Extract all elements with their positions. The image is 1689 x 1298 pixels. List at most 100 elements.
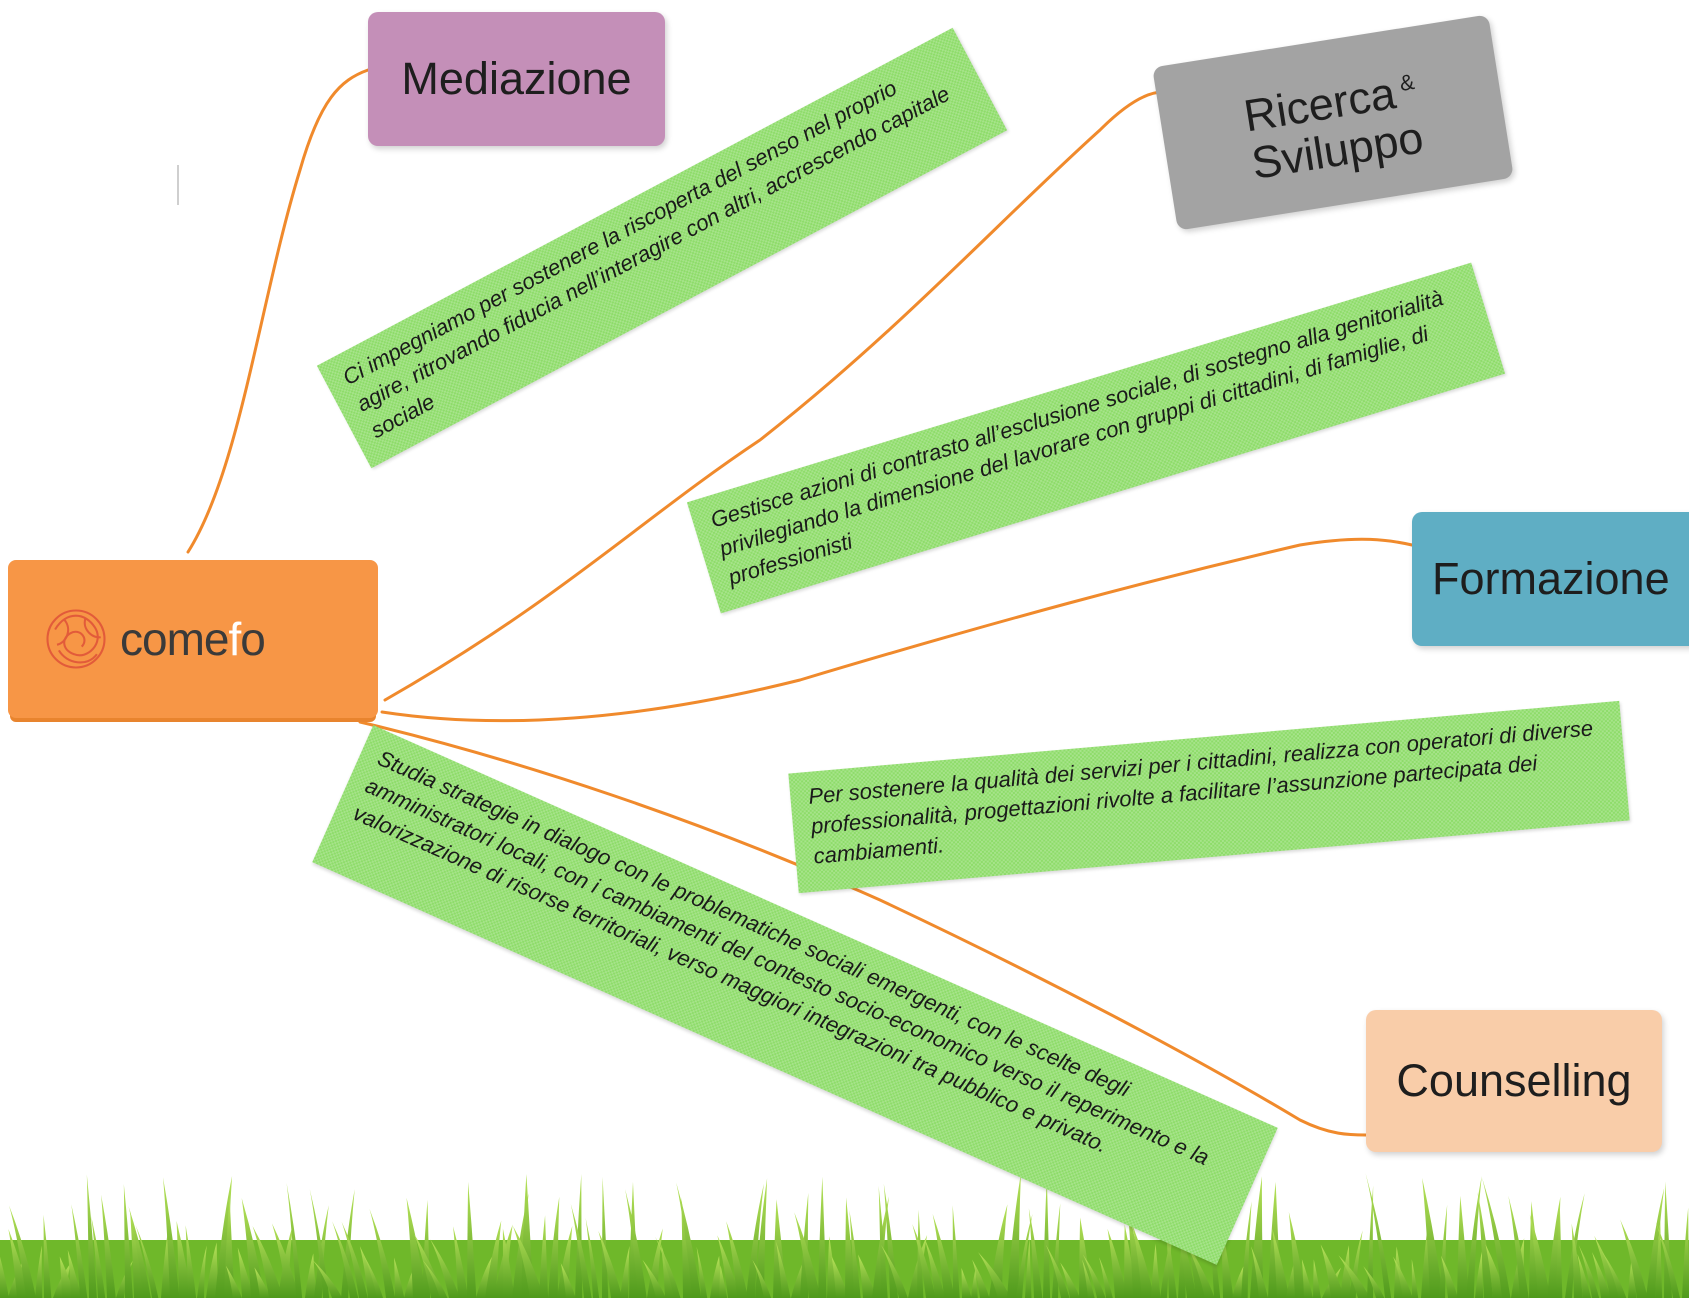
grass-blade [858,1254,877,1298]
grass-blade [1079,1217,1093,1298]
grass-blade [539,1215,549,1298]
connector-formazione [380,537,1414,723]
grass-blade [485,1220,502,1298]
grass-blade [67,1250,82,1298]
grass-blade [341,1189,355,1298]
grass-blade [1482,1177,1511,1298]
grass-blade [845,1197,856,1298]
grass-blade [422,1260,448,1298]
grass-blade [1060,1262,1080,1298]
grass-blade [1082,1254,1106,1298]
grass-blade [404,1267,415,1298]
connector-ricerca [383,90,1165,702]
grass-blade [1251,1246,1269,1298]
grass-blade [71,1204,88,1298]
grass-blade [502,1228,515,1298]
grass-blade [1241,1201,1252,1298]
grass-blade [206,1242,219,1298]
grass-blade [570,1203,592,1298]
node-formazione-label: Formazione [1432,553,1670,604]
grass-blade [1365,1173,1392,1298]
grass-decoration [0,1173,1689,1298]
grass-blade [101,1194,116,1298]
grass-blade [91,1216,106,1298]
grass-blade [467,1181,477,1298]
grass-blade [1556,1202,1563,1298]
grass-blade [1571,1223,1584,1298]
grass-blade [1313,1259,1321,1298]
grass-blade [1457,1195,1470,1298]
grass-blade [548,1196,560,1298]
root-node-comefo[interactable]: comefo [8,560,378,718]
grass-blade [972,1259,990,1298]
grass-blade [1025,1238,1032,1298]
grass-blade [86,1174,97,1298]
node-formazione[interactable]: Formazione [1412,512,1689,646]
grass-blade [696,1246,708,1298]
grass-blade [394,1257,405,1298]
grass-blade [881,1244,908,1298]
grass-blade [135,1225,159,1298]
grass-blade [225,1265,242,1298]
grass-blade [1578,1244,1600,1298]
grass-blade [912,1224,936,1298]
grass-blade [961,1267,972,1298]
grass-blade [978,1252,1011,1298]
grass-blade [128,1205,151,1298]
grass-blade [197,1245,207,1298]
grass-blade [1620,1219,1648,1298]
grass-blade [1288,1211,1307,1298]
node-counselling[interactable]: Counselling [1366,1010,1662,1152]
grass-blade [746,1183,764,1298]
grass-blade [332,1221,359,1298]
grass-blade [878,1185,888,1298]
grass-blade [924,1238,946,1298]
grass-blade [1151,1243,1161,1298]
node-mediazione[interactable]: Mediazione [368,12,665,146]
grass-blade [1655,1220,1663,1298]
grass-blade [224,1196,235,1298]
grass-blade [585,1217,600,1298]
grass-blade [1007,1173,1021,1298]
grass-blade [1232,1266,1244,1298]
grass-blade [1422,1177,1444,1298]
grass-blade [818,1176,827,1298]
grass-blade [1043,1177,1051,1298]
connector-mediazione [186,68,370,554]
grass-blade [0,1256,10,1298]
grass-blade [513,1226,544,1298]
grass-blade [1099,1257,1113,1298]
grass-blade [1301,1259,1314,1298]
grass-blade [1508,1195,1529,1298]
grass-blade [655,1236,681,1298]
brand-prefix: come [120,613,229,665]
grass-blade [726,1221,749,1298]
grass-blade [1028,1208,1043,1298]
node-counselling-label: Counselling [1396,1055,1632,1106]
grass-blade [794,1212,821,1298]
grass-blade [1601,1251,1627,1298]
grass-blade [43,1214,52,1298]
grass-blade [831,1256,849,1298]
grass-blade [369,1208,396,1298]
grass-blade [1475,1251,1484,1298]
grass-blade [1682,1207,1689,1298]
grass-blade [123,1184,133,1298]
grass-blade [252,1226,283,1298]
grass-blade [620,1245,630,1298]
grass-blade [1082,1259,1095,1298]
grass-blade [35,1245,43,1298]
grass-blade [1016,1213,1033,1298]
grass-blade [430,1239,460,1298]
grass-blade [1185,1241,1215,1298]
grass-blade [1367,1185,1374,1298]
grass-blade [254,1267,271,1298]
grass-blade [1132,1223,1155,1298]
grass-blade [1250,1176,1264,1298]
brand-suffix: o [240,613,266,665]
grass-blade [776,1241,791,1298]
grass-blade [1107,1228,1128,1298]
grass-blade [676,1182,702,1298]
grass-blade [1477,1192,1494,1298]
